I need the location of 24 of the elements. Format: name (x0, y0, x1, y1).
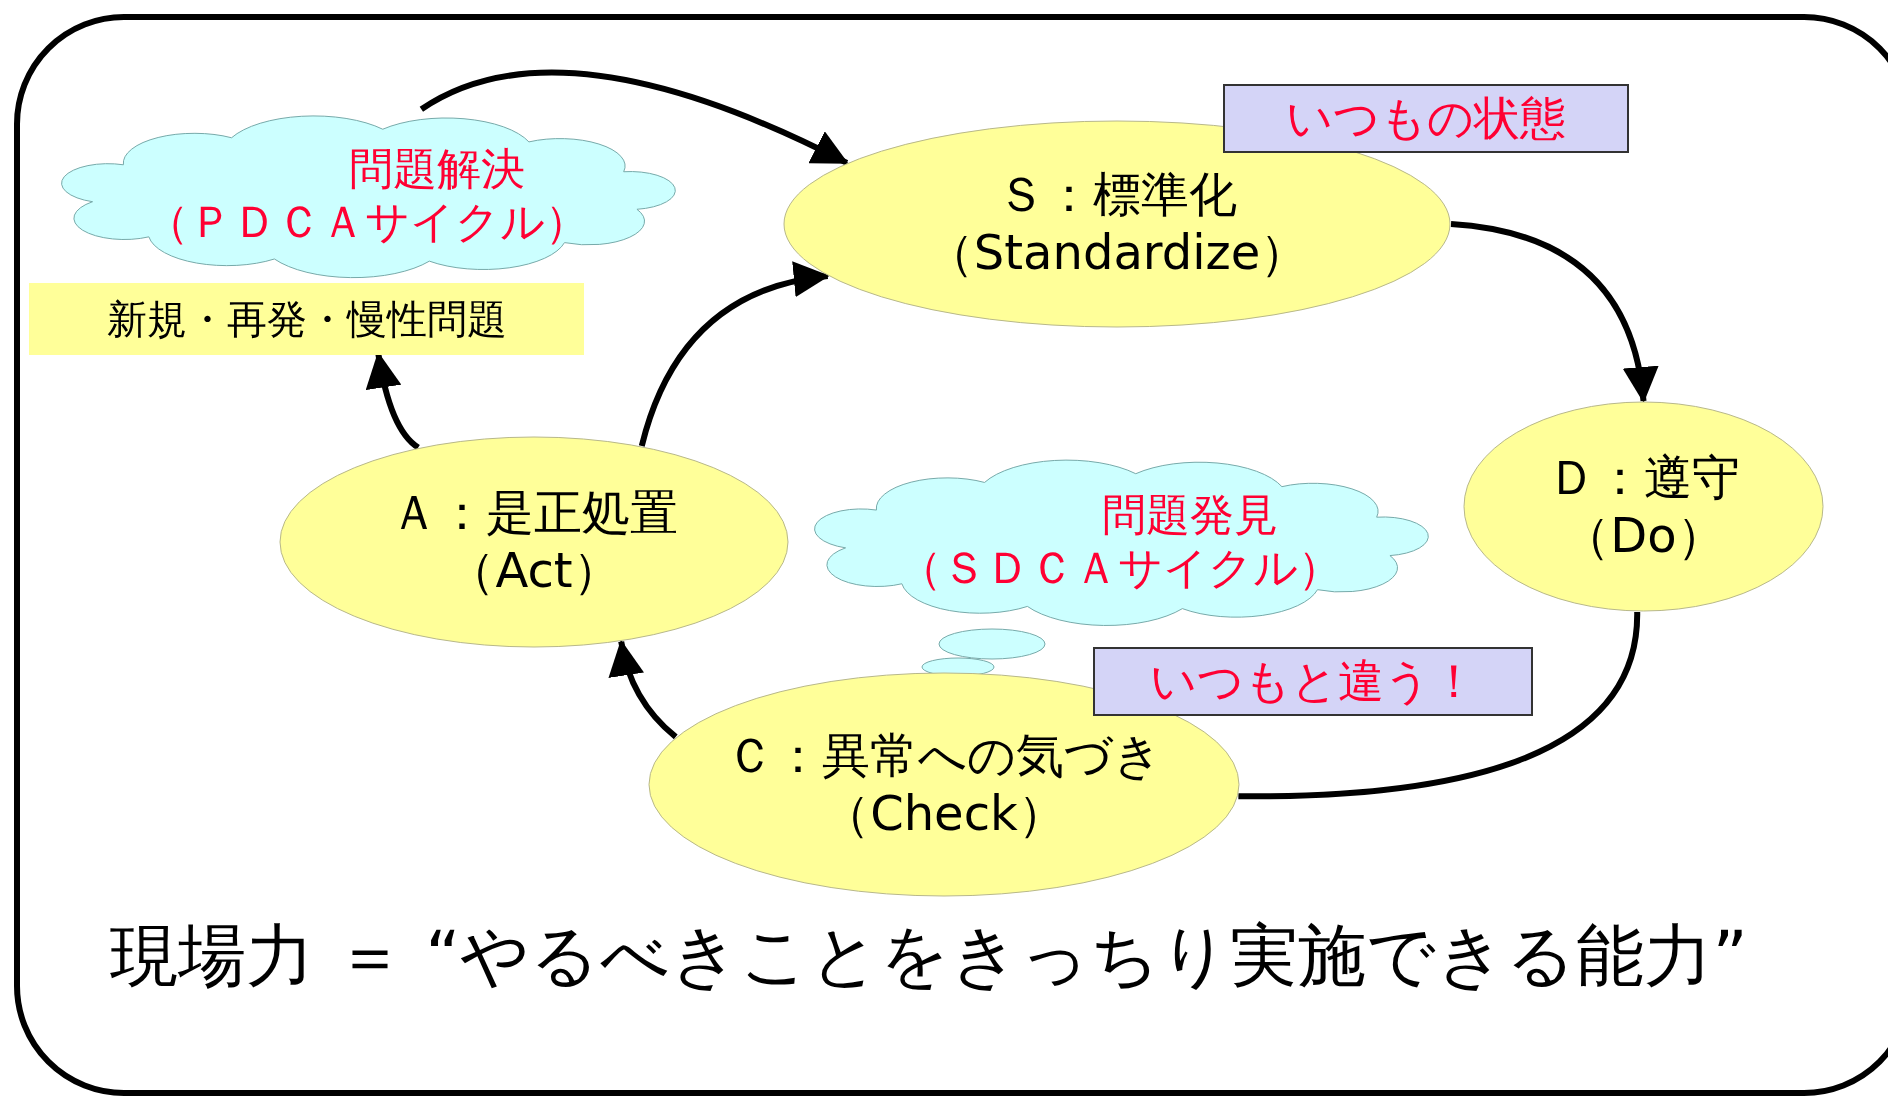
node-title: いつもと違う！ (1149, 653, 1477, 710)
node-subtitle: （ＰＤＣＡサイクル） (145, 196, 589, 249)
caption-text: 現場力 ＝ “やるべきことをきっちり実施できる能力” (110, 915, 1748, 997)
node-title: 問題解決 (349, 143, 525, 196)
arrow (638, 262, 830, 447)
node-title: Ｄ：遵守 (1547, 448, 1740, 507)
node-subtitle: （Do） (1562, 506, 1725, 565)
note-box (1223, 84, 1629, 153)
arrow (419, 69, 849, 166)
node-title: いつもの状態 (1286, 90, 1566, 147)
node-subtitle: （Standardize） (925, 224, 1309, 282)
node-subtitle: （Act） (447, 542, 621, 600)
note-box (1093, 647, 1533, 716)
node-subtitle: （Check） (822, 784, 1066, 843)
node-title: Ｃ：異常への気づき (726, 726, 1162, 785)
arrow (1450, 221, 1658, 403)
node-title: Ｓ：標準化 (997, 166, 1237, 224)
node-title: 問題発見 (1102, 489, 1278, 542)
node-title: 新規・再発・慢性問題 (106, 295, 507, 343)
node-title: Ａ：是正処置 (390, 484, 678, 542)
node-subtitle: （ＳＤＣＡサイクル） (898, 542, 1342, 595)
rounded-frame (14, 14, 1888, 1096)
arrow (609, 639, 678, 740)
highlight-box (29, 283, 584, 355)
